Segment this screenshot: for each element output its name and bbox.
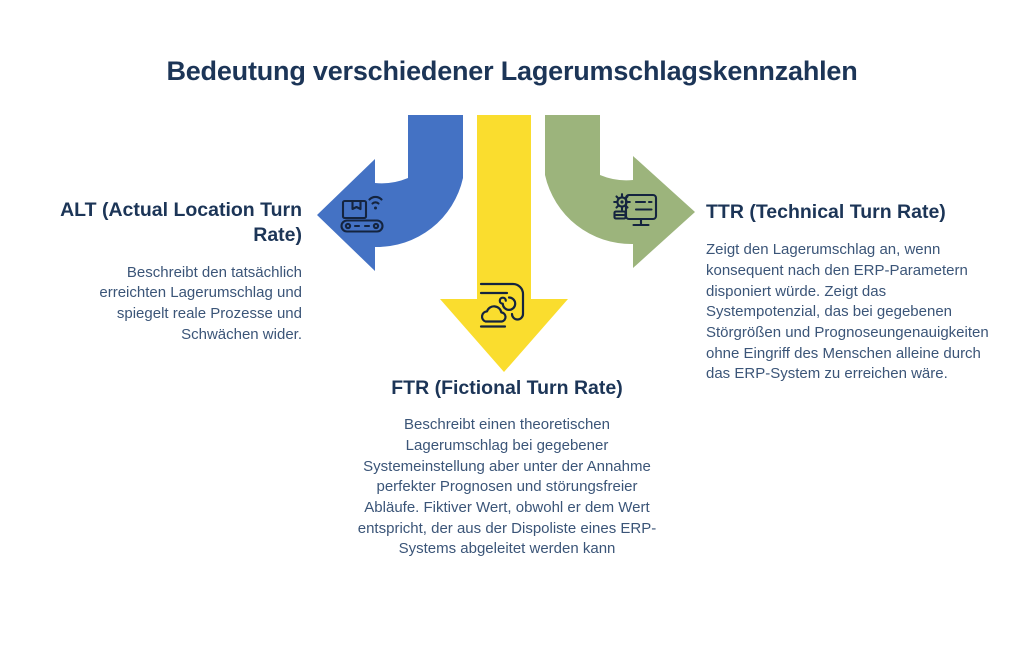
yellow-straight-arrow-down — [440, 115, 568, 372]
block-ftr: FTR (Fictional Turn Rate) Beschreibt ein… — [352, 376, 662, 560]
conveyor-belt-wifi-icon — [340, 195, 384, 233]
block-alt-body: Beschreibt den tatsächlich erreichten La… — [99, 263, 302, 343]
block-ttr: TTR (Technical Turn Rate) Zeigt den Lage… — [706, 200, 998, 385]
monitor-gear-icon — [613, 193, 658, 227]
block-ttr-heading: TTR (Technical Turn Rate) — [706, 201, 946, 223]
green-curved-arrow-right — [545, 115, 695, 268]
wind-cloud-icon — [479, 282, 525, 328]
block-ttr-body: Zeigt den Lagerumschlag an, wenn konsequ… — [706, 241, 989, 383]
block-alt-heading: ALT (Actual Location Turn Rate) — [60, 199, 302, 247]
block-ftr-body: Beschreibt einen theoretischen Lagerumsc… — [357, 416, 657, 558]
blue-curved-arrow-left — [317, 115, 463, 271]
block-alt: ALT (Actual Location Turn Rate) Beschrei… — [57, 198, 302, 345]
block-ftr-heading: FTR (Fictional Turn Rate) — [391, 377, 623, 399]
page-title: Bedeutung verschiedener Lagerumschlagske… — [166, 56, 858, 86]
